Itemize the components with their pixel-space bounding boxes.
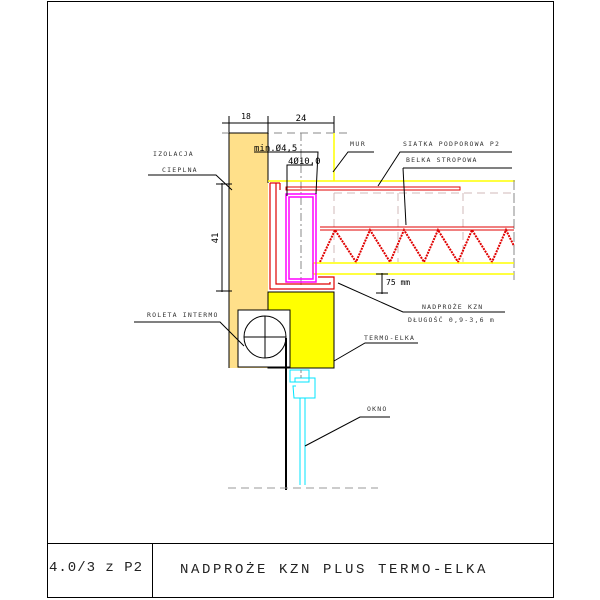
rebar-main-label: 4Ø10,0 — [288, 156, 321, 167]
insulation-label-1: IZOLACJA — [153, 150, 194, 158]
roller-shutter-label: ROLETA INTERMO — [147, 311, 219, 319]
dim-height: 41 — [211, 233, 221, 244]
window-label: OKNO — [367, 405, 387, 413]
window-frame — [289, 369, 316, 485]
insulation-label-2: CIEPLNA — [162, 166, 198, 174]
termo-elka-label: TERMO-ELKA — [364, 334, 415, 342]
height-dimension — [216, 183, 232, 292]
stirrup — [285, 193, 317, 283]
drawing-title: NADPROŻE KZN PLUS TERMO-ELKA — [180, 562, 489, 578]
lintel-kzn — [269, 182, 335, 290]
wall-label: MUR — [350, 140, 366, 148]
floor-beam-label: BELKA STROPOWA — [406, 156, 478, 164]
floor-beam-chord — [320, 226, 514, 231]
drawing-frame — [47, 1, 554, 598]
wall-mur — [268, 133, 515, 182]
gap-dimension — [376, 273, 388, 294]
title-block-divider — [152, 543, 153, 598]
floor-yellow-lines — [312, 262, 514, 275]
drawing-code: 4.0/3 z P2 — [49, 560, 144, 576]
floor-beam-truss — [319, 227, 515, 265]
dim-wall-width: 24 — [296, 114, 307, 124]
leader-lines — [134, 151, 512, 447]
support-mesh-bar — [285, 186, 461, 191]
lintel-label-2: DŁUGOŚĆ 0,9-3,6 m — [408, 315, 495, 324]
rebar-min-label: min.Ø4,5 — [254, 143, 297, 154]
support-mesh-label: SIATKA PODPOROWA P2 — [403, 140, 500, 148]
lintel-label-1: NADPROŻE KZN — [422, 302, 483, 311]
title-block-top-border — [47, 543, 554, 544]
roller-shutter — [237, 309, 291, 368]
dim-gap: 75 mm — [386, 278, 410, 287]
top-dimension — [222, 116, 335, 134]
dim-insulation-width: 18 — [241, 112, 251, 121]
